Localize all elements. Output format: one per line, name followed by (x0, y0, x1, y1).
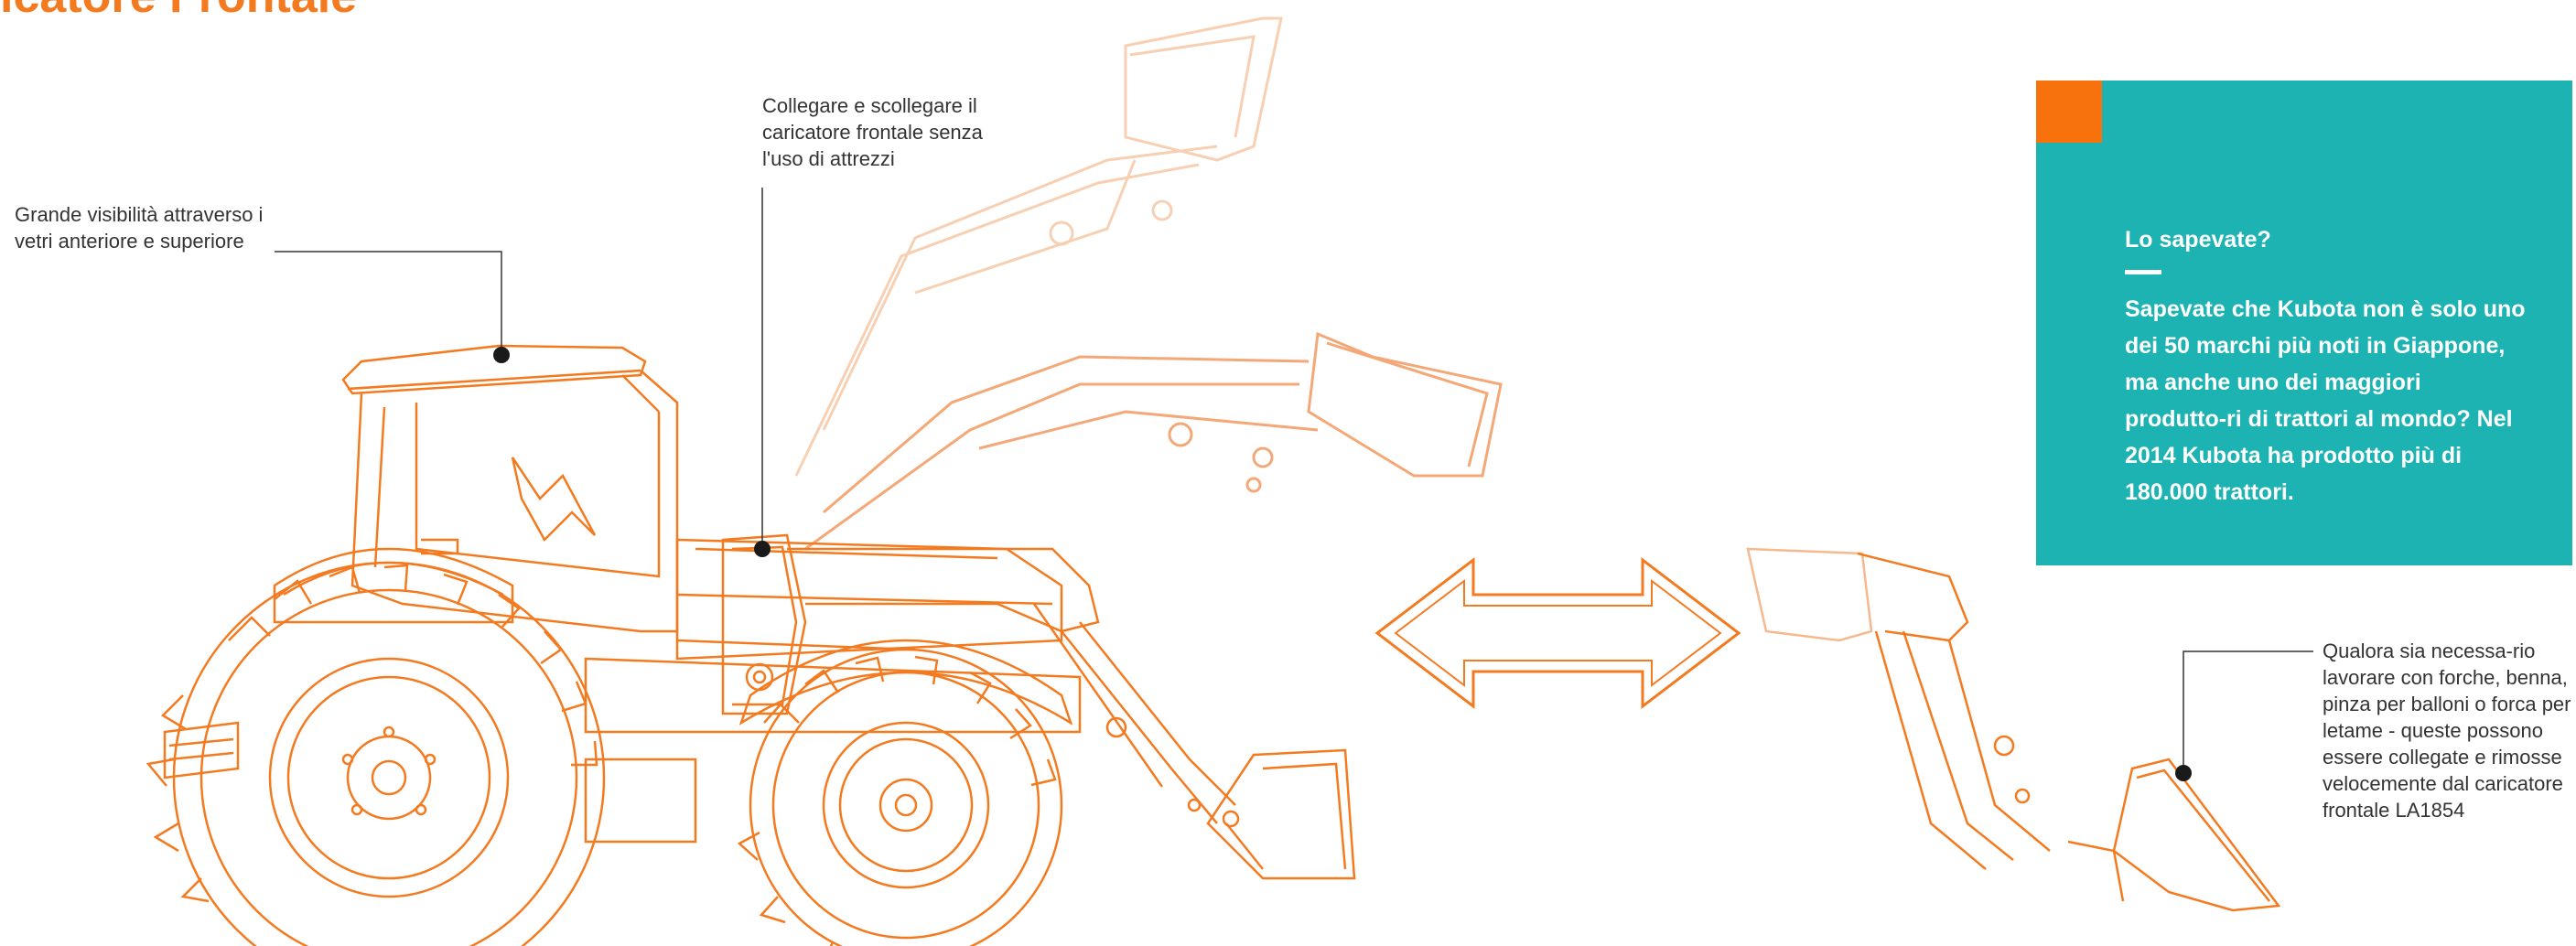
page-title: icatore Frontale (0, 0, 357, 24)
double-arrow-inner-icon (1394, 578, 1722, 688)
info-box: Lo sapevate? Sapevate che Kubota non è s… (2036, 81, 2572, 565)
callout-dot-attach (754, 541, 771, 557)
mid-loader-ghost-icon (804, 331, 1503, 551)
info-box-title: Lo sapevate? (2125, 227, 2271, 253)
annotation-visibility: Grande visibilità attraverso i vetri ant… (15, 203, 264, 253)
leader-lines (275, 188, 2313, 773)
info-box-corner-accent (2036, 81, 2102, 143)
tractor-line-drawing-icon (146, 344, 1356, 946)
front-loader-arm-icon (1746, 547, 2281, 912)
double-arrow-icon (1374, 556, 1741, 710)
callout-dot-tools (2175, 765, 2192, 781)
annotation-tools: Qualora sia necessa-rio lavorare con for… (2323, 640, 2571, 822)
annotation-attach: Collegare e scollegare il caricatore fro… (762, 94, 983, 170)
info-box-rule (2125, 270, 2161, 274)
callout-dot-visibility (493, 347, 510, 363)
raised-loader-ghost-icon (794, 16, 1283, 477)
info-box-body: Sapevate che Kubota non è solo uno dei 5… (2125, 296, 2526, 505)
